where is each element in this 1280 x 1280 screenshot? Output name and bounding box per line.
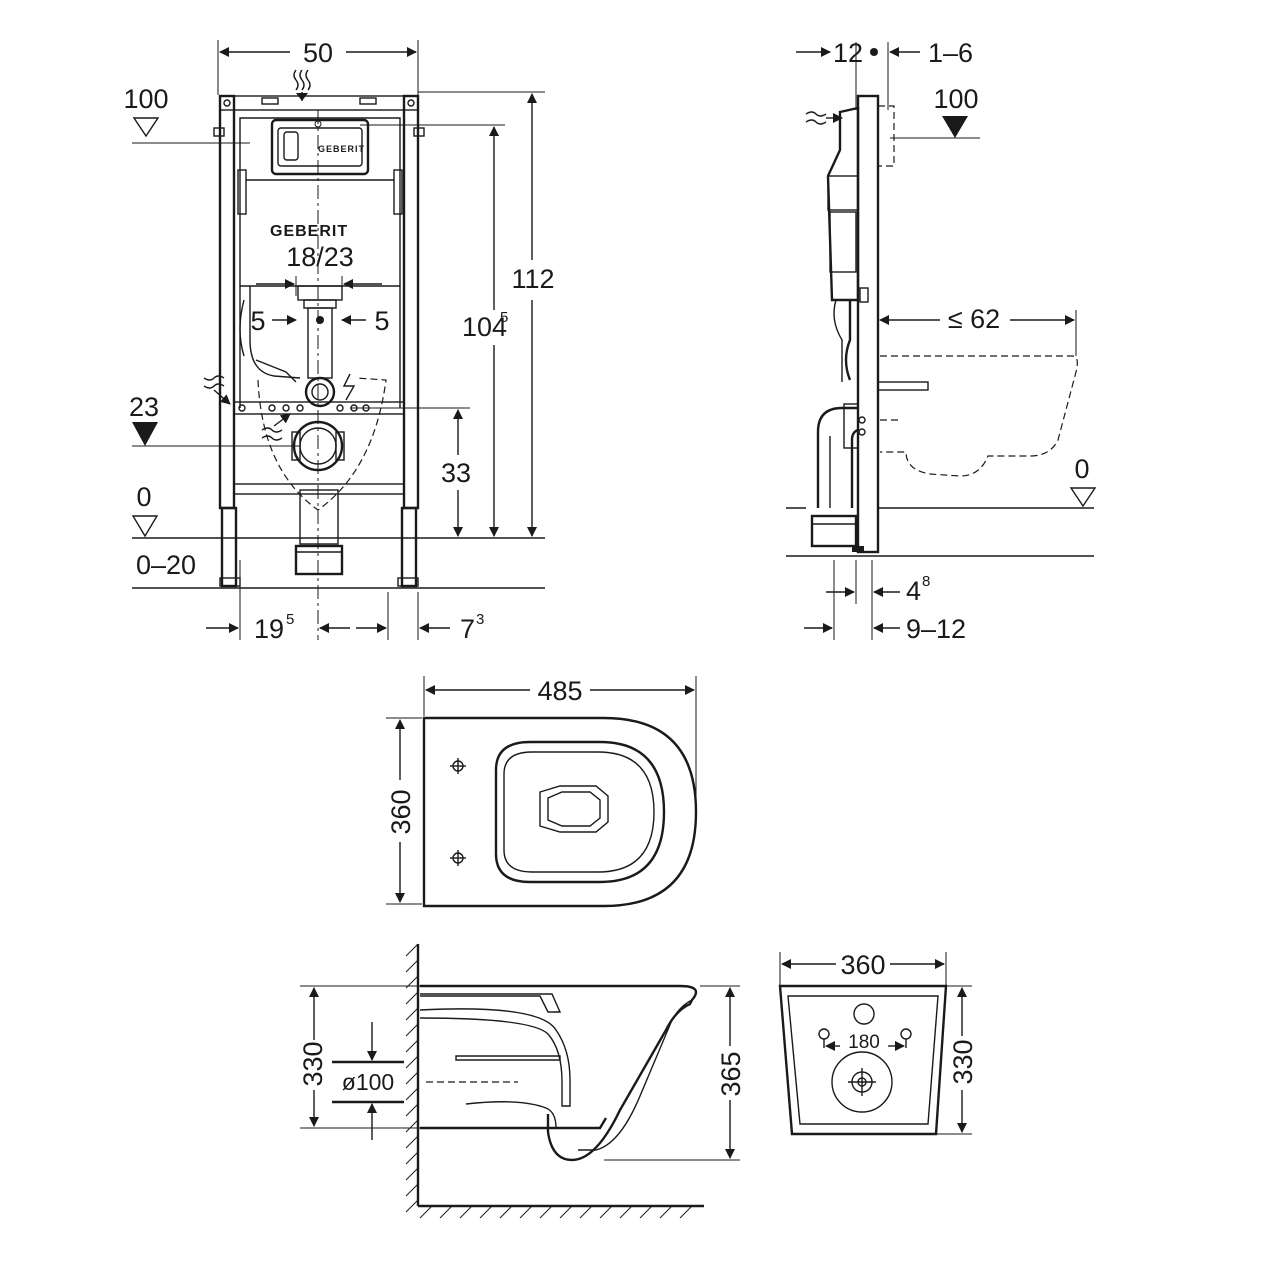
bowl-back-view: 360 180 330 bbox=[778, 950, 978, 1136]
side-level-100: 100 bbox=[890, 84, 980, 139]
side-adjust-label: 1–6 bbox=[928, 38, 973, 68]
level-triangle-icon bbox=[132, 117, 160, 138]
level-0-label: 0 bbox=[136, 482, 151, 512]
wall-hatching bbox=[405, 943, 704, 1219]
outlet-diameter-label: ø100 bbox=[342, 1069, 394, 1095]
frame-side-view: 12 1–6 100 bbox=[786, 38, 1097, 644]
foot-right-sup: 3 bbox=[476, 611, 484, 628]
side-foot-label: 4 bbox=[906, 576, 921, 606]
height-33-label: 33 bbox=[441, 458, 471, 488]
bolt-icon bbox=[818, 1028, 830, 1048]
foot-right-label: 7 bbox=[460, 614, 475, 644]
wall-gap-label: 9–12 bbox=[906, 614, 966, 644]
floor-triangle-icon bbox=[131, 515, 159, 538]
drain-spacing-label: 18/23 bbox=[286, 242, 354, 272]
dim-drain-spacing: 18/23 bbox=[256, 242, 382, 296]
side-level-100-label: 100 bbox=[933, 84, 978, 114]
dim-bowl-projection: ≤ 62 bbox=[879, 304, 1077, 356]
level-marker-100: 100 bbox=[123, 84, 250, 144]
panel-logo: GEBERIT bbox=[318, 144, 365, 154]
side-level-0-label: 0 bbox=[1074, 454, 1089, 484]
level-23-label: 23 bbox=[129, 392, 159, 422]
side-floor-triangle-icon bbox=[1069, 487, 1097, 508]
level-filled-triangle-icon bbox=[132, 422, 158, 446]
dim-foot-offsets: 19 5 7 3 bbox=[206, 560, 484, 644]
dim-width-50: 50 bbox=[217, 38, 419, 95]
bowl-width-label: 360 bbox=[386, 789, 416, 834]
frame-structure: GEBERIT bbox=[203, 94, 425, 640]
height-104-sup: 5 bbox=[500, 309, 508, 326]
dim-side-bottom: 4 8 9–12 bbox=[804, 560, 966, 644]
frame-front-view: 50 100 bbox=[123, 38, 554, 644]
height-112-label: 112 bbox=[511, 264, 554, 294]
side-depth-label: 12 bbox=[833, 38, 863, 68]
side-frame-structure bbox=[805, 94, 1078, 554]
level-marker-23: 23 bbox=[129, 392, 300, 447]
foot-left-sup: 5 bbox=[286, 611, 294, 628]
bowl-top-view: 485 360 bbox=[386, 676, 698, 908]
bolt-icon bbox=[900, 1028, 912, 1048]
frame-width-label: 50 bbox=[303, 38, 333, 68]
dim-offsets: 5 5 bbox=[250, 306, 389, 336]
bowl-projection-label: ≤ 62 bbox=[948, 304, 1000, 334]
height-104-label: 104 bbox=[462, 312, 507, 342]
dim-side-top: 12 1–6 bbox=[796, 38, 973, 110]
back-height-label: 330 bbox=[948, 1039, 978, 1084]
level-marker-0: 0 0–20 bbox=[131, 482, 545, 589]
offset-right-label: 5 bbox=[374, 306, 389, 336]
water-supply-icon bbox=[293, 69, 311, 101]
side-level-triangle-icon bbox=[942, 116, 968, 138]
foot-left-label: 19 bbox=[254, 614, 284, 644]
mount-hole-icon bbox=[450, 850, 466, 866]
bowl-rim-height-label: 330 bbox=[298, 1041, 328, 1086]
geberit-logo: GEBERIT bbox=[270, 223, 348, 240]
dim-heights: 112 104 5 33 bbox=[350, 91, 555, 539]
bowl-total-height-label: 365 bbox=[716, 1051, 746, 1096]
bowl-length-label: 485 bbox=[537, 676, 582, 706]
bowl-side-section: 330 ø100 365 bbox=[298, 943, 746, 1219]
side-foot-sup: 8 bbox=[922, 573, 930, 590]
level-range-label: 0–20 bbox=[136, 550, 196, 580]
level-100-label: 100 bbox=[123, 84, 168, 114]
offset-left-label: 5 bbox=[250, 306, 265, 336]
mount-hole-icon bbox=[450, 758, 466, 774]
back-width-label: 360 bbox=[840, 950, 885, 980]
bolt-spacing-label: 180 bbox=[848, 1032, 880, 1053]
side-level-0: 0 bbox=[786, 454, 1097, 557]
